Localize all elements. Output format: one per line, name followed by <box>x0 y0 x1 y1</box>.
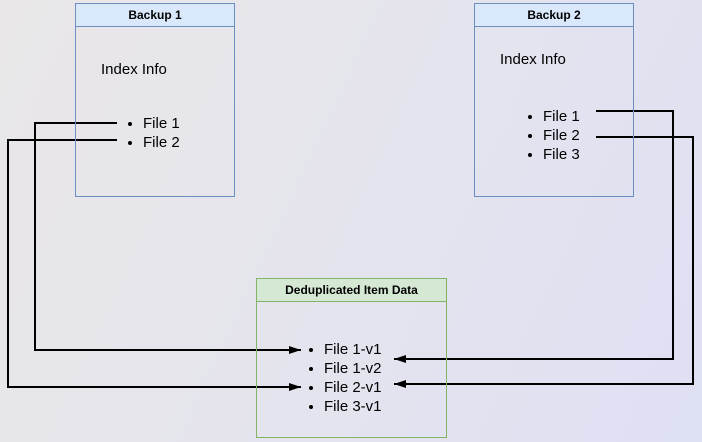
backup1-box: Backup 1 Index Info File 1File 2 <box>75 3 235 197</box>
file-list-item: File 3 <box>543 145 580 164</box>
backup1-index-info-label: Index Info <box>101 61 167 78</box>
file-list-item: File 2 <box>143 133 180 152</box>
backup2-title: Backup 2 <box>475 4 633 27</box>
deduplicated-item-data-box: Deduplicated Item Data File 1-v1File 1-v… <box>256 278 447 438</box>
file-list-item: File 2 <box>543 126 580 145</box>
backup1-file-list: File 1File 2 <box>126 114 180 152</box>
file-list-item: File 1 <box>543 107 580 126</box>
file-list-item: File 1 <box>143 114 180 133</box>
backup2-file-list: File 1File 2File 3 <box>526 107 580 164</box>
backup2-index-info-label: Index Info <box>500 51 566 68</box>
file-list-item: File 1-v1 <box>324 340 382 359</box>
backup2-box: Backup 2 Index Info File 1File 2File 3 <box>474 3 634 197</box>
dedup-title: Deduplicated Item Data <box>257 279 446 302</box>
file-list-item: File 1-v2 <box>324 359 382 378</box>
file-list-item: File 3-v1 <box>324 397 382 416</box>
file-list-item: File 2-v1 <box>324 378 382 397</box>
dedup-file-list: File 1-v1File 1-v2File 2-v1File 3-v1 <box>307 340 382 416</box>
backup1-title: Backup 1 <box>76 4 234 27</box>
